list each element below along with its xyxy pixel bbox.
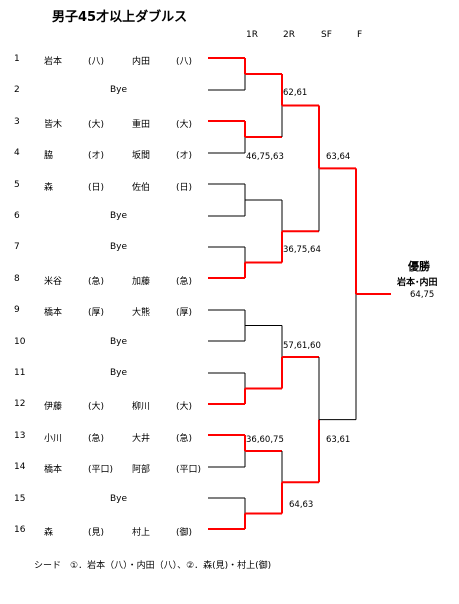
player-2-name: 佐伯 — [132, 182, 151, 193]
player-1-name: 皆木 — [44, 119, 63, 130]
player-1-club: (急) — [88, 276, 105, 287]
entry-bye: Bye — [110, 85, 128, 96]
player-1-club: (日) — [88, 182, 105, 193]
entry-bye: Bye — [110, 493, 128, 504]
player-2-name: 坂間 — [132, 151, 151, 162]
entry-bye: Bye — [110, 211, 128, 221]
player-1-name: 岩本 — [44, 57, 63, 67]
entry-number: 9 — [14, 305, 20, 316]
round-label-2r: 2R — [283, 30, 295, 40]
entry-number: 16 — [14, 525, 26, 535]
entry-number: 10 — [14, 336, 26, 347]
round-label-f: F — [357, 30, 363, 40]
player-2-club: (急) — [176, 276, 193, 287]
player-2-name: 大井 — [132, 433, 151, 444]
entry-number: 5 — [14, 179, 20, 190]
seed-note: シード ①．岩本（八）・内田（八）、②．森(見)・村上(御) — [34, 561, 272, 571]
player-1-club: (急) — [88, 433, 105, 444]
player-1-club: (大) — [88, 402, 105, 413]
player-1-club: (大) — [88, 119, 105, 130]
entry-number: 6 — [14, 211, 20, 221]
entry-number: 14 — [14, 462, 26, 473]
score-r2-m1: 62,61 — [283, 88, 308, 98]
score-sf-m2: 63,61 — [326, 435, 351, 445]
score-sf-m1: 63,64 — [326, 152, 351, 162]
player-2-club: (大) — [176, 119, 193, 130]
player-2-club: (急) — [176, 433, 193, 444]
entry-number: 4 — [14, 148, 20, 159]
score-r2-m3: 57,61,60 — [283, 341, 321, 351]
player-1-name: 脇 — [44, 151, 54, 162]
player-1-name: 米谷 — [44, 276, 63, 287]
entry-bye: Bye — [110, 336, 128, 347]
player-2-club: (日) — [176, 182, 193, 193]
winner-names: 岩本･内田 — [397, 278, 438, 288]
entry-bye: Bye — [110, 368, 128, 378]
player-1-name: 橋本 — [44, 465, 63, 476]
entry-number: 7 — [14, 242, 20, 253]
entry-number: 11 — [14, 368, 26, 378]
entry-number: 1 — [14, 54, 20, 64]
round-label-1r: 1R — [246, 30, 258, 40]
entry-number: 2 — [14, 85, 20, 96]
score-r2-m2: 36,75,64 — [283, 245, 321, 255]
player-2-club: (大) — [176, 402, 193, 413]
entry-bye: Bye — [110, 242, 128, 253]
player-1-club: (オ) — [88, 151, 105, 162]
player-2-name: 大熊 — [132, 308, 151, 319]
winner-score: 64,75 — [410, 290, 435, 300]
player-1-club: (平口) — [88, 465, 114, 476]
score-r2-m4: 64,63 — [289, 500, 314, 510]
player-2-name: 重田 — [132, 119, 151, 130]
player-2-club: (御) — [176, 528, 193, 538]
player-1-club: (厚) — [88, 308, 105, 319]
entry-number: 13 — [14, 430, 26, 441]
entry-number: 3 — [14, 116, 20, 127]
player-1-name: 小川 — [44, 433, 63, 444]
player-2-name: 加藤 — [132, 276, 151, 287]
player-1-name: 森 — [44, 528, 54, 538]
round-label-sf: SF — [321, 30, 332, 40]
player-1-club: (見) — [88, 528, 105, 538]
player-1-name: 伊藤 — [44, 402, 63, 413]
player-2-name: 柳川 — [132, 402, 151, 413]
player-2-name: 村上 — [132, 528, 151, 538]
player-2-club: (八) — [176, 57, 193, 67]
entry-number: 12 — [14, 399, 26, 410]
player-2-club: (オ) — [176, 151, 193, 162]
score-r1-m2: 46,75,63 — [246, 152, 284, 162]
score-r1-m7: 36,60,75 — [246, 435, 284, 445]
player-1-name: 森 — [44, 182, 54, 193]
player-2-club: (平口) — [176, 465, 202, 476]
player-2-name: 阿部 — [132, 465, 151, 476]
winner-title: 優勝 — [408, 260, 430, 273]
entry-number: 8 — [14, 273, 20, 284]
player-2-name: 内田 — [132, 57, 151, 67]
player-1-club: (八) — [88, 57, 105, 67]
entry-number: 15 — [14, 493, 26, 504]
page-title: 男子45才以上ダブルス — [52, 10, 188, 25]
player-1-name: 橋本 — [44, 308, 63, 319]
player-2-club: (厚) — [176, 308, 193, 319]
